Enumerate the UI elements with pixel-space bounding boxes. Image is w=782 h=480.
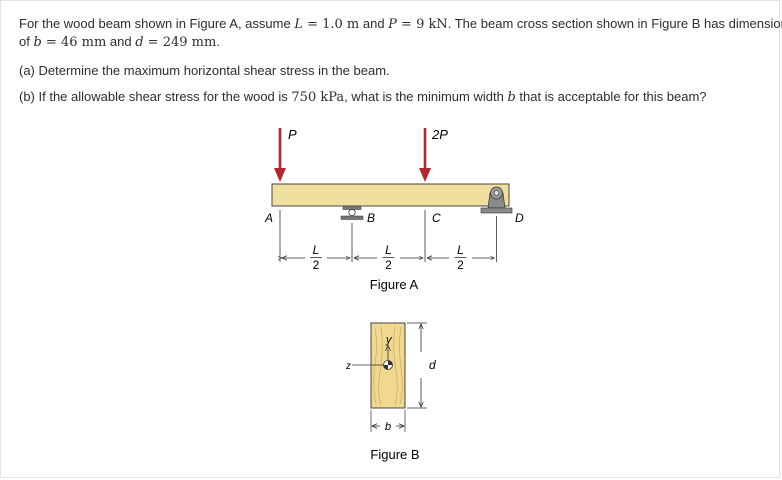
value-d: = 249 mm [143,35,217,50]
part-a: (a) Determine the maximum horizontal she… [19,63,390,79]
fraction-l-over-2-ab: L 2 [310,243,322,272]
figure-a-caption: Figure A [370,277,419,292]
value-b: = 46 mm [41,35,107,50]
label-d: D [515,211,524,225]
label-c: C [432,211,441,225]
text-segment: that is acceptable for this beam? [515,89,707,104]
dimension-extension-lines [279,210,497,262]
dimension-line-cd [426,255,495,261]
fraction-l-over-2-cd: L 2 [454,243,467,272]
text-segment: of [19,34,34,49]
text-segment: (b) If the allowable shear stress for th… [19,89,292,104]
value-L: = 1.0 m [302,17,360,32]
wood-beam [271,183,510,207]
var-b: b [507,90,516,105]
load-label-p: P [288,127,297,142]
text-segment: . [216,34,220,49]
var-d: d [135,35,144,50]
dimension-label-d: d [429,358,436,372]
text-segment: and [106,34,136,49]
fraction-numerator: L [385,243,392,257]
load-arrow-2p [419,128,431,182]
label-b: B [367,211,375,225]
centroid-icon [383,360,393,370]
fraction-denominator: 2 [313,258,320,272]
text-segment: , what is the minimum width [344,89,508,104]
dimension-line-d [407,322,427,409]
fraction-denominator: 2 [457,258,464,272]
dimension-label-b: b [385,421,391,433]
var-P: P [388,17,397,32]
text-segment: For the wood beam shown in Figure A, ass… [19,16,295,31]
dimension-line-ab [282,255,350,261]
load-label-2p: 2P [431,127,448,142]
pin-support-d [480,186,513,214]
label-a: A [264,211,273,225]
text-segment: and [359,16,389,31]
value-P: = 9 kN [396,17,448,32]
figure-a: P 2P A B C D [264,127,524,292]
dimension-line-bc [353,255,423,261]
fraction-denominator: 2 [385,258,392,272]
dimension-line-b [370,410,406,432]
load-arrow-p [274,128,286,182]
roller-support-b [340,205,364,220]
var-L: L [294,17,303,32]
part-b: (b) If the allowable shear stress for th… [19,89,707,106]
axis-label-z: z [345,361,351,372]
figure-b-caption: Figure B [370,447,419,462]
var-b: b [33,35,42,50]
allowable-shear-value: 750 kPa [291,90,345,105]
fraction-l-over-2-bc: L 2 [382,243,395,272]
figure-b: y z d b [345,322,436,462]
axis-label-y: y [385,334,393,346]
problem-line-2: of b = 46 mm and d = 249 mm. [19,34,220,51]
fraction-numerator: L [313,243,320,257]
part-a-text: (a) Determine the maximum horizontal she… [19,63,390,78]
problem-line-1: For the wood beam shown in Figure A, ass… [19,16,782,33]
fraction-numerator: L [457,243,464,257]
text-segment: . The beam cross section shown in Figure… [447,16,782,31]
